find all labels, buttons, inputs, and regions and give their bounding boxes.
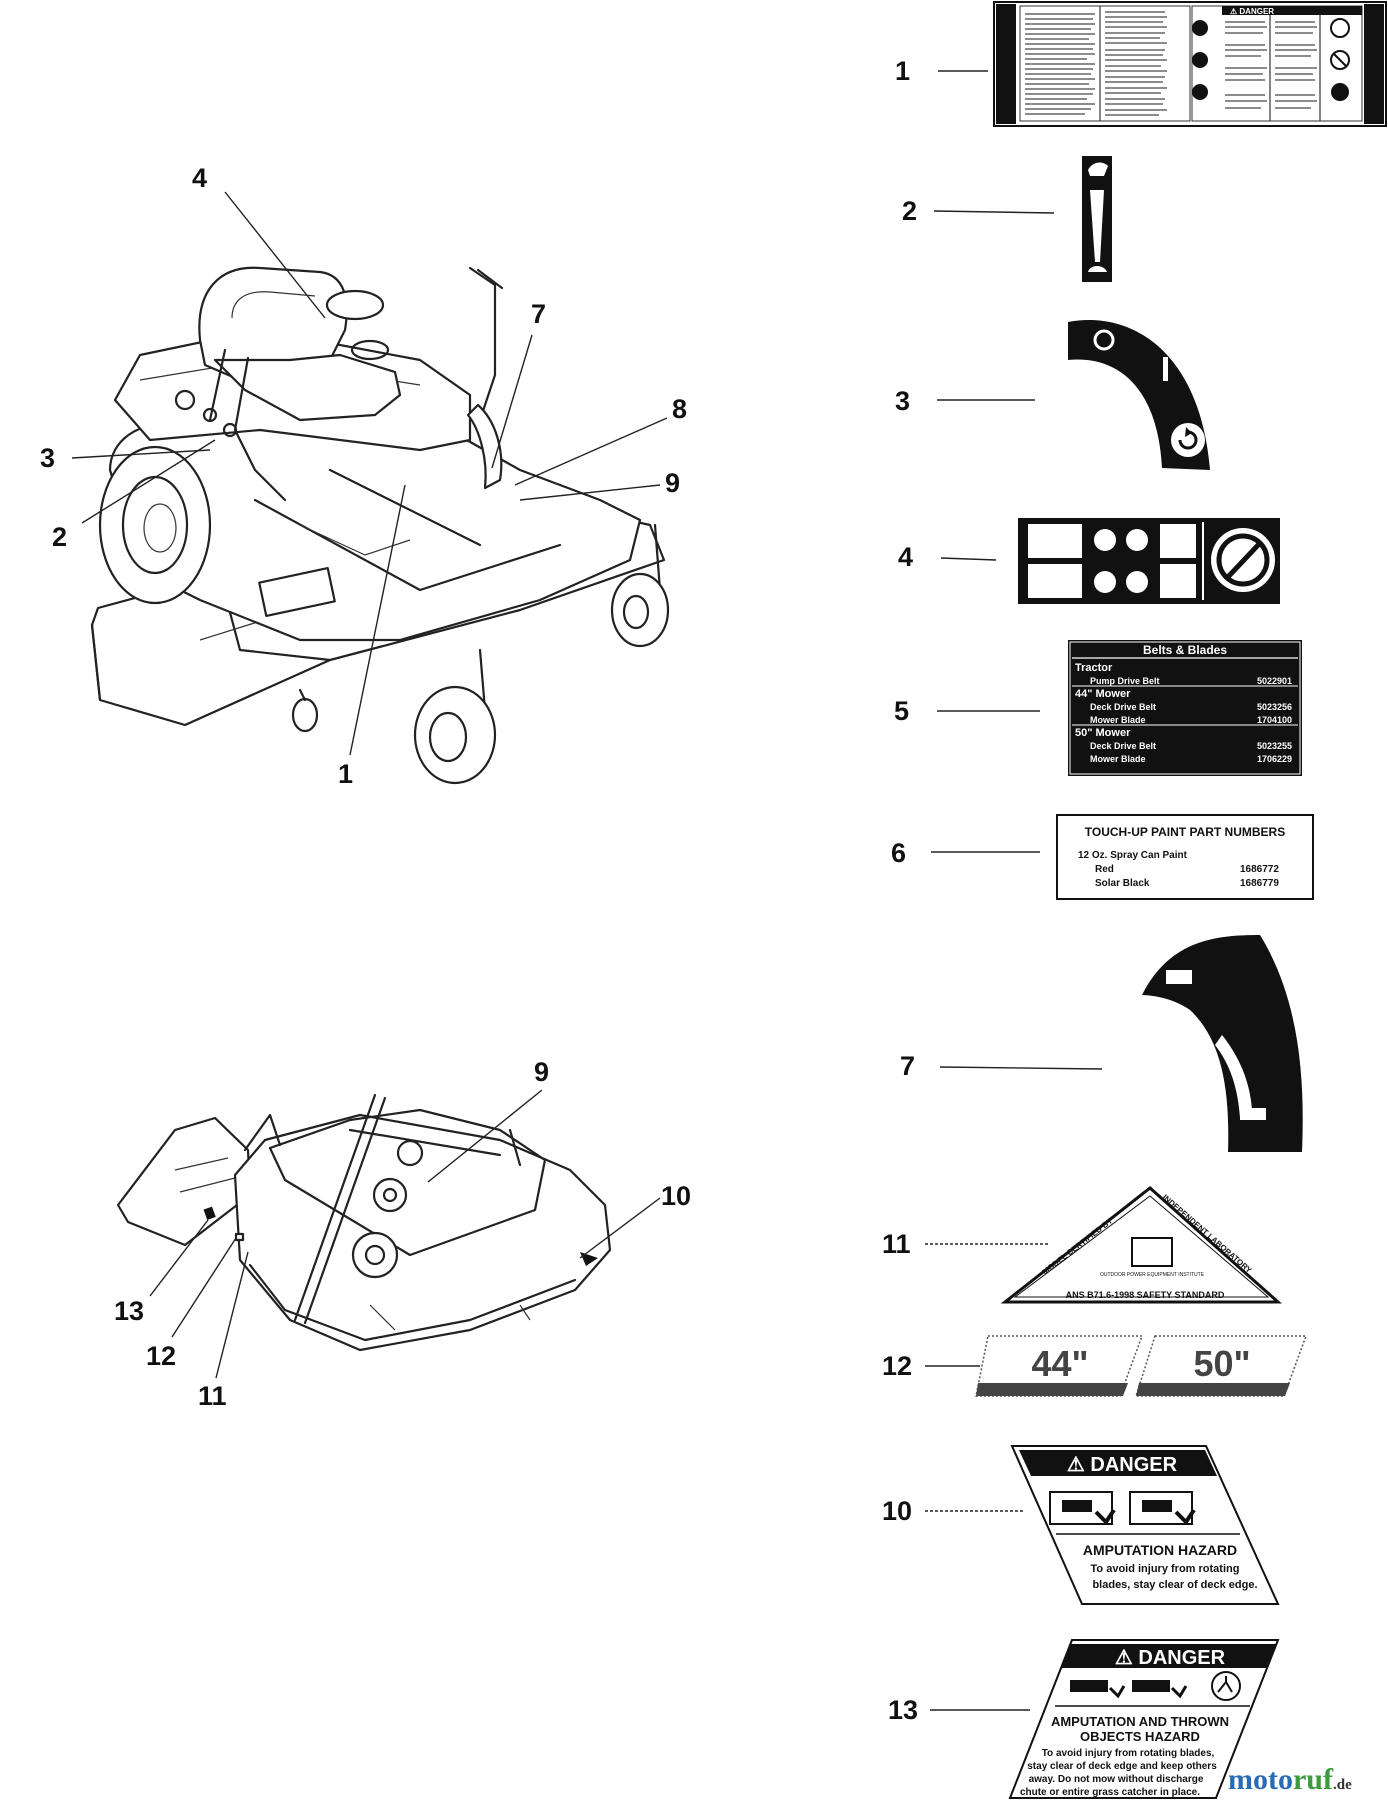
decal-callout-13: 13	[888, 1695, 918, 1725]
decal-5-row-label: 44" Mower	[1075, 688, 1131, 700]
decal-13-hazard-icons	[1070, 1671, 1241, 1701]
callout-3-top: 3	[40, 443, 55, 473]
decal-3-ignition-decal	[1068, 319, 1210, 470]
decal-1-danger-banner: ⚠ DANGER	[1230, 7, 1274, 16]
decal-11-standard: ANS B71.6-1998 SAFETY STANDARD	[1066, 1290, 1225, 1300]
decal-2-throttle-decal	[1082, 156, 1112, 282]
decal-13-hazard-title-2: OBJECTS HAZARD	[1080, 1729, 1200, 1744]
zero-turn-mower-illustration	[90, 266, 670, 785]
decal-6-sub: 12 Oz. Spray Can Paint	[1078, 850, 1188, 861]
turtle-icon	[1088, 266, 1107, 272]
top-illustration-callouts: 4 7 8 3 9 2 1	[40, 163, 687, 789]
decal-callout-11: 11	[882, 1229, 911, 1259]
decal-4-operation-pictogram	[1018, 518, 1280, 604]
decal-10-banner: ⚠ DANGER	[1067, 1454, 1178, 1476]
decal-11-certification-triangle: MODEL CERTIFIED BY INDEPENDENT LABORATOR…	[1000, 1186, 1282, 1304]
decal-13-text-3: away. Do not mow without discharge	[1029, 1774, 1204, 1785]
decal-callout-5: 5	[894, 696, 909, 726]
decal-callout-10: 10	[882, 1496, 912, 1526]
callout-8-top: 8	[672, 394, 687, 424]
deck-low-icon	[1240, 1108, 1266, 1120]
decal-5-row-label: Deck Drive Belt	[1090, 741, 1156, 751]
callout-9-top: 9	[665, 468, 680, 498]
decal-10-foot-hazard-icons	[1049, 1491, 1196, 1526]
decal-13-thrown-objects-hazard: ⚠ DANGER AMPUTATION AND THROWN OBJECTS H…	[1008, 1639, 1280, 1799]
decal-callout-1: 1	[895, 56, 910, 86]
on-icon	[1163, 357, 1168, 381]
decal-10-amputation-hazard: ⚠ DANGER AMPUTATION HAZARD To avoid inju…	[1010, 1445, 1280, 1605]
decal-1-safety-label: ⚠ DANGER	[993, 1, 1387, 127]
rabbit-icon	[1088, 162, 1108, 176]
decal-7-cutting-height-decal	[1142, 935, 1303, 1152]
deck-illustration-callouts: 9 10 13 12 11	[114, 1057, 691, 1411]
start-icon	[1171, 423, 1205, 457]
decal-5-row-label: 50" Mower	[1075, 727, 1131, 739]
decal-6-row-red-label: Red	[1095, 864, 1114, 875]
off-icon	[1093, 329, 1115, 351]
decal-5-row-value: 5023256	[1257, 702, 1292, 712]
decal-5-row-label: Mower Blade	[1090, 754, 1146, 764]
decal-5-row-value: 1706229	[1257, 754, 1292, 764]
decal-13-text-1: To avoid injury from rotating blades,	[1042, 1748, 1215, 1759]
watermark-part-b: ruf	[1292, 1763, 1333, 1796]
callout-12-deck: 12	[146, 1341, 176, 1371]
decal-5-row-value: 5022901	[1257, 676, 1292, 686]
decal-5-row-label: Pump Drive Belt	[1090, 676, 1160, 686]
decal-6-row-red-value: 1686772	[1240, 864, 1279, 875]
decal-10-text-1: To avoid injury from rotating	[1091, 1563, 1240, 1575]
decal-6-row-black-label: Solar Black	[1095, 878, 1150, 889]
decal-6-row-black-value: 1686779	[1240, 878, 1279, 889]
decal-5-row-label: Mower Blade	[1090, 715, 1146, 725]
callout-4-top: 4	[192, 163, 207, 193]
decal-callout-3: 3	[895, 386, 910, 416]
decal-13-hazard-title-1: AMPUTATION AND THROWN	[1051, 1714, 1229, 1729]
decal-5-title: Belts & Blades	[1143, 643, 1227, 657]
watermark-logo: motoruf.de	[1228, 1763, 1352, 1797]
decal-callouts: 1 2 3 4 5 6 7 11 12 10 13	[882, 56, 1103, 1725]
callout-9-deck: 9	[534, 1057, 549, 1087]
decal-callout-12: 12	[882, 1351, 912, 1381]
decal-13-banner: ⚠ DANGER	[1115, 1647, 1226, 1669]
decal-12-44: 44"	[1031, 1343, 1088, 1384]
callout-1-top: 1	[338, 759, 353, 789]
decal-10-hazard-title: AMPUTATION HAZARD	[1083, 1542, 1237, 1558]
decal-5-row-label: Tractor	[1075, 662, 1113, 674]
decal-5-row-value: 1704100	[1257, 715, 1292, 725]
decal-6-title: TOUCH-UP PAINT PART NUMBERS	[1085, 825, 1285, 839]
callout-13-deck: 13	[114, 1296, 144, 1326]
decal-callout-2: 2	[902, 196, 917, 226]
watermark-part-a: moto	[1228, 1763, 1293, 1796]
decal-callout-4: 4	[898, 542, 913, 572]
decal-12-50: 50"	[1193, 1343, 1250, 1384]
decal-10-text-2: blades, stay clear of deck edge.	[1092, 1579, 1257, 1591]
watermark-part-c: .de	[1332, 1777, 1352, 1793]
callout-2-top: 2	[52, 522, 67, 552]
decal-callout-6: 6	[891, 838, 906, 868]
decal-5-row-label: Deck Drive Belt	[1090, 702, 1156, 712]
decal-11-org: OUTDOOR POWER EQUIPMENT INSTITUTE	[1100, 1272, 1205, 1278]
decal-13-text-2: stay clear of deck edge and keep others	[1027, 1761, 1217, 1772]
decal-12-deck-size: 44" 50"	[975, 1335, 1308, 1397]
decal-callout-7: 7	[900, 1051, 915, 1081]
mower-deck-illustration	[116, 1093, 612, 1352]
decal-5-row-value: 5023255	[1257, 741, 1292, 751]
decal-6-touch-up-paint: TOUCH-UP PAINT PART NUMBERS 12 Oz. Spray…	[1056, 814, 1314, 900]
deck-high-icon	[1166, 970, 1192, 984]
callout-11-deck: 11	[198, 1381, 227, 1411]
decal-13-text-4: chute or entire grass catcher in place.	[1020, 1787, 1200, 1798]
callout-7-top: 7	[531, 299, 546, 329]
callout-10-deck: 10	[661, 1181, 691, 1211]
